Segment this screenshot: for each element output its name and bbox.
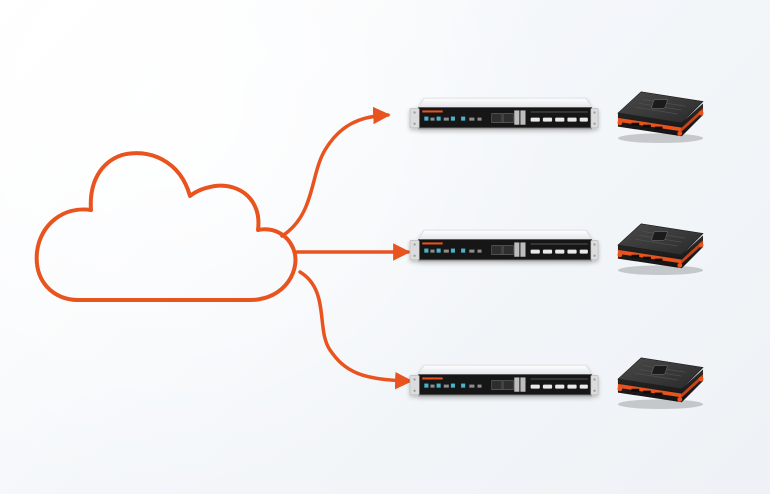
rack-server-icon-1 bbox=[409, 97, 599, 130]
connector-group bbox=[280, 106, 413, 390]
cloud-icon bbox=[34, 151, 298, 302]
rugged-device-icon-2 bbox=[616, 223, 704, 276]
rack-server-icon-3 bbox=[409, 364, 599, 397]
rack-server-icon-2 bbox=[409, 229, 599, 262]
connector-arrow-server-1 bbox=[280, 106, 391, 238]
rugged-device-icon-1 bbox=[616, 91, 704, 144]
rugged-device-icon-3 bbox=[616, 357, 704, 410]
connector-arrow-server-3 bbox=[298, 270, 413, 390]
